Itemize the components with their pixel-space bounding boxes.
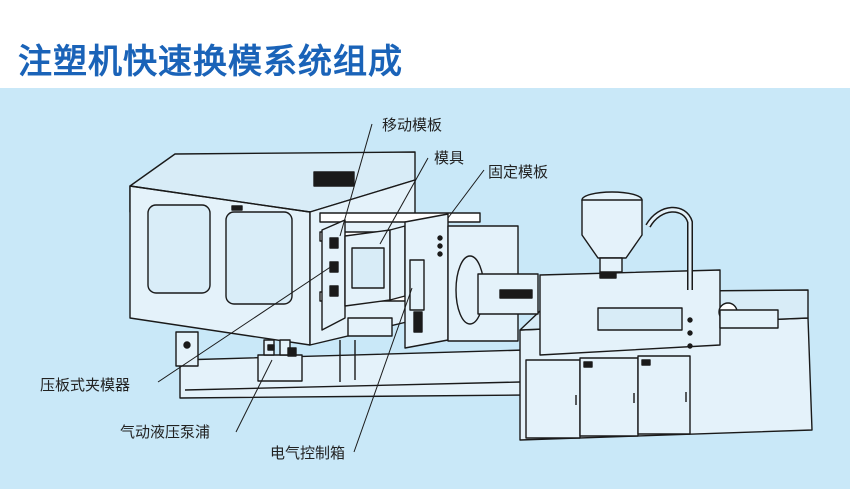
label-control-box: 电气控制箱	[270, 444, 345, 462]
hopper	[581, 191, 693, 290]
leader-mold	[379, 157, 429, 245]
page-title: 注塑机快速换模系统组成	[18, 42, 403, 82]
label-mold: 模具	[434, 149, 464, 167]
leader-control-box	[353, 287, 413, 453]
leader-moving-platen	[339, 123, 373, 237]
pneumatic-pump	[257, 339, 303, 382]
injection-barrel	[455, 255, 539, 325]
leader-pneumatic-pump	[235, 359, 273, 433]
label-pneumatic-pump: 气动液压泵浦	[120, 423, 210, 441]
moving-platen	[321, 219, 346, 331]
label-fixed-platen: 固定模板	[488, 163, 548, 181]
cabinet-doors	[525, 355, 691, 439]
label-moving-platen: 移动模板	[382, 116, 442, 134]
electrical-control-box	[339, 317, 393, 382]
leader-platen-clamp	[157, 261, 339, 383]
leader-fixed-platen	[447, 169, 485, 219]
side-switch-panel	[175, 331, 199, 367]
label-platen-clamp: 压板式夹模器	[40, 376, 130, 394]
mold	[344, 225, 406, 307]
injection-unit	[539, 269, 779, 356]
